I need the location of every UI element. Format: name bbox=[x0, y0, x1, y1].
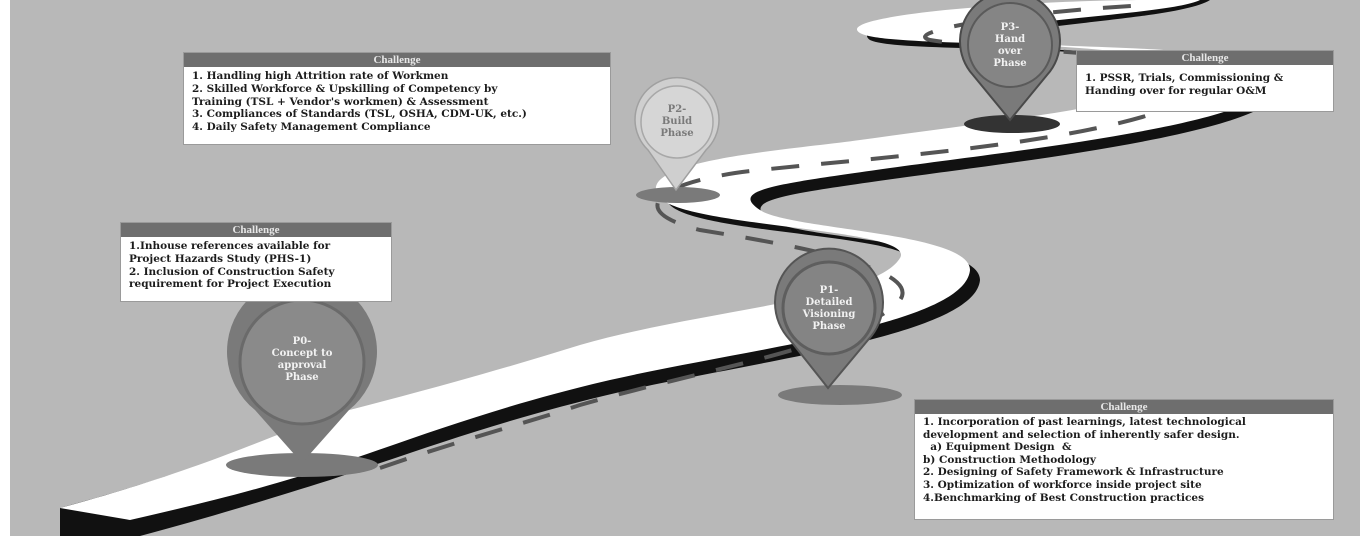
challenge-panel-p2: Challenge 1. Handling high Attrition rat… bbox=[183, 52, 611, 145]
challenge-line: Project Hazards Study (PHS-1) bbox=[129, 252, 312, 265]
phase-label-line: P3- bbox=[1000, 22, 1020, 33]
phase-label-line: over bbox=[997, 46, 1023, 57]
phase-label-line: Phase bbox=[993, 58, 1027, 69]
phase-label-line: Phase bbox=[660, 128, 694, 139]
phase-label-line: Phase bbox=[812, 321, 846, 332]
phase-label-line: Concept to bbox=[271, 348, 333, 359]
challenge-panel-p0: Challenge 1.Inhouse references available… bbox=[120, 222, 392, 302]
challenge-header: Challenge bbox=[1077, 51, 1333, 65]
challenge-line: 1.Inhouse references available for bbox=[129, 240, 331, 252]
phase-label-line: Build bbox=[661, 116, 693, 127]
challenge-line: 2. Skilled Workforce & Upskilling of Com… bbox=[192, 82, 498, 95]
challenge-header: Challenge bbox=[121, 223, 391, 237]
challenge-header: Challenge bbox=[184, 53, 610, 67]
challenge-line: 4.Benchmarking of Best Construction prac… bbox=[923, 491, 1205, 504]
pin-base-p3 bbox=[964, 115, 1060, 133]
road-surface bbox=[60, 0, 1271, 520]
challenge-line: 1. PSSR, Trials, Commissioning & bbox=[1085, 72, 1284, 84]
challenge-line: 3. Compliances of Standards (TSL, OSHA, … bbox=[192, 108, 527, 121]
challenge-line: requirement for Project Execution bbox=[129, 278, 332, 291]
phase-label-line: Detailed bbox=[805, 297, 853, 308]
challenge-body: 1. Incorporation of past learnings, late… bbox=[915, 414, 1333, 507]
challenge-panel-p1: Challenge 1. Incorporation of past learn… bbox=[914, 399, 1334, 520]
challenge-body: 1.Inhouse references available for Proje… bbox=[121, 237, 391, 294]
challenge-line: 1. Handling high Attrition rate of Workm… bbox=[192, 70, 449, 82]
phase-label-line: Visioning bbox=[802, 309, 856, 320]
pin-base-p2 bbox=[636, 187, 720, 203]
challenge-line: 1. Incorporation of past learnings, late… bbox=[923, 416, 1246, 428]
challenge-panel-p3: Challenge 1. PSSR, Trials, Commissioning… bbox=[1076, 50, 1334, 112]
pin-base-p1 bbox=[778, 385, 902, 405]
challenge-body: 1. PSSR, Trials, Commissioning & Handing… bbox=[1077, 65, 1333, 101]
challenge-line: 4. Daily Safety Management Compliance bbox=[192, 121, 431, 134]
challenge-line: 2. Inclusion of Construction Safety bbox=[129, 265, 335, 278]
phase-label-p1: P1- Detailed Visioning Phase bbox=[794, 285, 864, 333]
phase-label-line: Phase bbox=[285, 372, 319, 383]
location-pin-icon-p2 bbox=[634, 76, 720, 192]
challenge-line: b) Construction Methodology bbox=[923, 453, 1096, 466]
location-pin-icon-p1 bbox=[774, 247, 884, 390]
phase-label-line: P0- bbox=[292, 336, 312, 347]
location-pin-icon-p3 bbox=[959, 0, 1061, 122]
challenge-line: development and selection of inherently … bbox=[923, 428, 1240, 441]
challenge-line: 3. Optimization of workforce inside proj… bbox=[923, 478, 1202, 491]
phase-label-line: P2- bbox=[667, 104, 687, 115]
phase-label-p3: P3- Hand over Phase bbox=[980, 22, 1040, 70]
challenge-line: Handing over for regular O&M bbox=[1085, 84, 1267, 97]
phase-label-p2: P2- Build Phase bbox=[647, 104, 707, 140]
phase-label-line: P1- bbox=[819, 285, 839, 296]
phase-label-line: approval bbox=[277, 360, 327, 371]
challenge-line: a) Equipment Design & bbox=[923, 441, 1072, 454]
phase-label-p0: P0- Concept to approval Phase bbox=[262, 336, 342, 384]
challenge-line: Training (TSL + Vendor's workmen) & Asse… bbox=[192, 95, 489, 108]
phase-label-line: Hand bbox=[994, 34, 1026, 45]
challenge-line: 2. Designing of Safety Framework & Infra… bbox=[923, 466, 1224, 479]
challenge-body: 1. Handling high Attrition rate of Workm… bbox=[184, 67, 610, 137]
location-pin-icon-p0 bbox=[227, 276, 377, 463]
challenge-header: Challenge bbox=[915, 400, 1333, 414]
pin-base-p0 bbox=[226, 453, 378, 477]
